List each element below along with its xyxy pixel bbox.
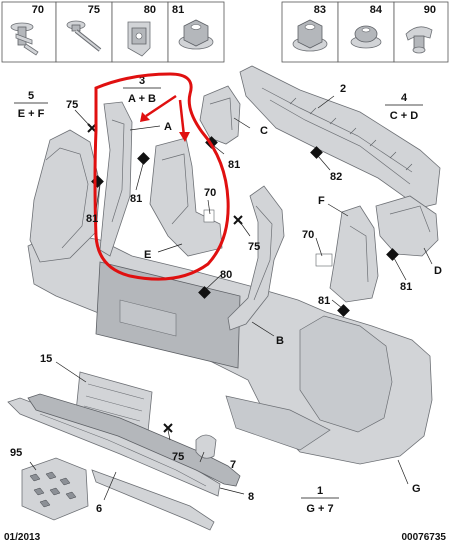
group-contents: E + F (18, 108, 45, 120)
bracket-B[interactable] (227, 185, 285, 331)
label-6[interactable]: 6 (96, 503, 102, 515)
label-G[interactable]: G (412, 483, 421, 495)
label-75[interactable]: 75 (248, 241, 260, 253)
fastener-number-80: 80 (144, 4, 156, 16)
hex-nut-icon (292, 19, 328, 52)
flange-nut-icon (178, 19, 214, 50)
label-8[interactable]: 8 (248, 491, 254, 503)
label-E[interactable]: E (144, 249, 151, 261)
label-7[interactable]: 7 (230, 459, 236, 471)
label-81[interactable]: 81 (318, 295, 330, 307)
group-callout-3[interactable]: 3 A + B (123, 75, 161, 105)
label-2[interactable]: 2 (340, 83, 346, 95)
group-contents: A + B (128, 93, 156, 105)
lower-grille-strip[interactable] (27, 393, 241, 487)
fastener-number-84: 84 (370, 4, 383, 16)
bracket-F[interactable] (315, 205, 379, 303)
label-70[interactable]: 70 (204, 187, 216, 199)
label-81[interactable]: 81 (130, 193, 142, 205)
leader-lines (29, 95, 433, 501)
reinforcement-beam[interactable] (239, 65, 441, 209)
fastener-legend-right: 83 84 90 (281, 1, 449, 63)
highlight-group-3 (93, 72, 230, 281)
cross-75-c[interactable] (163, 423, 173, 433)
reflector-strip[interactable] (91, 469, 215, 531)
label-81[interactable]: 81 (400, 281, 412, 293)
group-contents: C + D (390, 110, 418, 122)
group-contents: G + 7 (306, 503, 333, 515)
label-80[interactable]: 80 (220, 269, 232, 281)
bracket-A[interactable] (99, 101, 133, 257)
clip-nut-icon (127, 21, 151, 57)
marker-81-d[interactable] (386, 248, 399, 261)
footer-date: 01/2013 (4, 532, 41, 543)
group-number: 1 (317, 485, 323, 497)
fastener-number-83: 83 (314, 4, 326, 16)
round-nut-icon (350, 25, 382, 49)
fastener-legend-left: 70 75 80 81 (1, 1, 225, 63)
group-callout-5[interactable]: 5 E + F (14, 90, 48, 120)
part-labels: 75 A 81 81 70 E 2 C 81 82 75 80 B F 70 8… (10, 83, 442, 515)
label-81[interactable]: 81 (86, 213, 98, 225)
group-callout-1[interactable]: 1 G + 7 (301, 485, 339, 515)
label-82[interactable]: 82 (330, 171, 342, 183)
label-70[interactable]: 70 (302, 229, 314, 241)
marker-82[interactable] (310, 146, 323, 159)
fastener-number-90: 90 (424, 4, 436, 16)
label-81[interactable]: 81 (228, 159, 240, 171)
label-D[interactable]: D (434, 265, 442, 277)
label-A[interactable]: A (164, 121, 172, 133)
label-75[interactable]: 75 (66, 99, 78, 111)
push-clip-icon (10, 22, 39, 56)
marker-81-a[interactable] (137, 152, 150, 165)
fastener-box-75[interactable] (55, 1, 113, 63)
bracket-E[interactable] (149, 137, 223, 257)
clip-kit-bag[interactable] (21, 457, 89, 521)
footer-reference: 00076735 (402, 532, 447, 543)
marker-81-e[interactable] (337, 304, 350, 317)
tow-hook-cover[interactable] (195, 434, 217, 459)
label-B[interactable]: B (276, 335, 284, 347)
screw-washer-icon (66, 20, 102, 52)
label-15[interactable]: 15 (40, 353, 52, 365)
group-number: 3 (139, 75, 145, 87)
marker-80[interactable] (198, 286, 211, 299)
fastener-number-81: 81 (172, 4, 184, 16)
group-number: 4 (401, 92, 408, 104)
group-callout-4[interactable]: 4 C + D (385, 92, 423, 122)
fastener-box-70[interactable] (1, 1, 57, 63)
fastener-number-75: 75 (88, 4, 100, 16)
fastener-number-70: 70 (32, 4, 44, 16)
label-F[interactable]: F (318, 195, 325, 207)
mushroom-clip-icon (405, 26, 433, 54)
bracket-D[interactable] (375, 195, 439, 257)
label-75[interactable]: 75 (172, 451, 184, 463)
label-95[interactable]: 95 (10, 447, 22, 459)
bracket-C[interactable] (199, 85, 241, 145)
group-number: 5 (28, 90, 34, 102)
label-C[interactable]: C (260, 125, 268, 137)
